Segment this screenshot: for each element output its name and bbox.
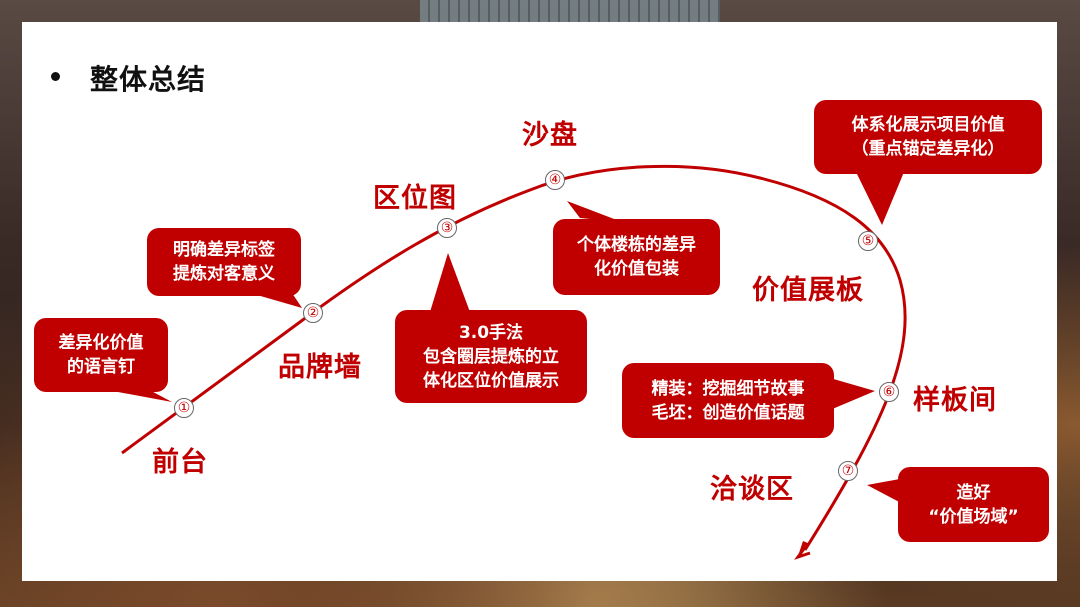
callout-2: 明确差异标签 提炼对客意义: [147, 228, 301, 296]
callout-tail-6: [830, 378, 875, 410]
stage-label-location-map: 区位图: [373, 183, 457, 214]
callout-3: 3.0手法 包含圈层提炼的立 体化区位价值展示: [395, 310, 587, 403]
callout-5: 体系化展示项目价值 （重点锚定差异化）: [814, 100, 1042, 174]
callout-1: 差异化价值 的语言钉: [34, 318, 168, 392]
callout-tail-5: [856, 172, 904, 225]
background-building-window: [420, 0, 720, 22]
stage-label-model-room: 样板间: [913, 385, 997, 416]
stage-label-negotiation-area: 洽谈区: [710, 474, 794, 505]
stage-label-front-desk: 前台: [152, 447, 208, 478]
stage-label-value-board: 价值展板: [752, 275, 864, 306]
step-marker-5: ⑤: [858, 231, 878, 251]
callout-6: 精装：挖掘细节故事 毛坯：创造价值话题: [622, 363, 834, 438]
callout-tail-4: [567, 201, 622, 222]
callout-7: 造好 “价值场域”: [898, 467, 1049, 542]
stage-label-brand-wall: 品牌墙: [278, 352, 362, 383]
slide-title: 整体总结: [90, 63, 207, 96]
callout-4: 个体楼栋的差异 化价值包装: [553, 219, 720, 295]
bullet-dot: [51, 72, 60, 81]
stage-label-sand-table: 沙盘: [522, 120, 578, 151]
step-marker-6: ⑥: [879, 382, 899, 402]
step-marker-4: ④: [545, 170, 565, 190]
step-marker-1: ①: [174, 398, 194, 418]
step-marker-3: ③: [437, 218, 457, 238]
callout-tail-7: [867, 478, 905, 505]
callout-tail-3: [430, 253, 470, 312]
step-marker-7: ⑦: [838, 461, 858, 481]
step-marker-2: ②: [303, 303, 323, 323]
